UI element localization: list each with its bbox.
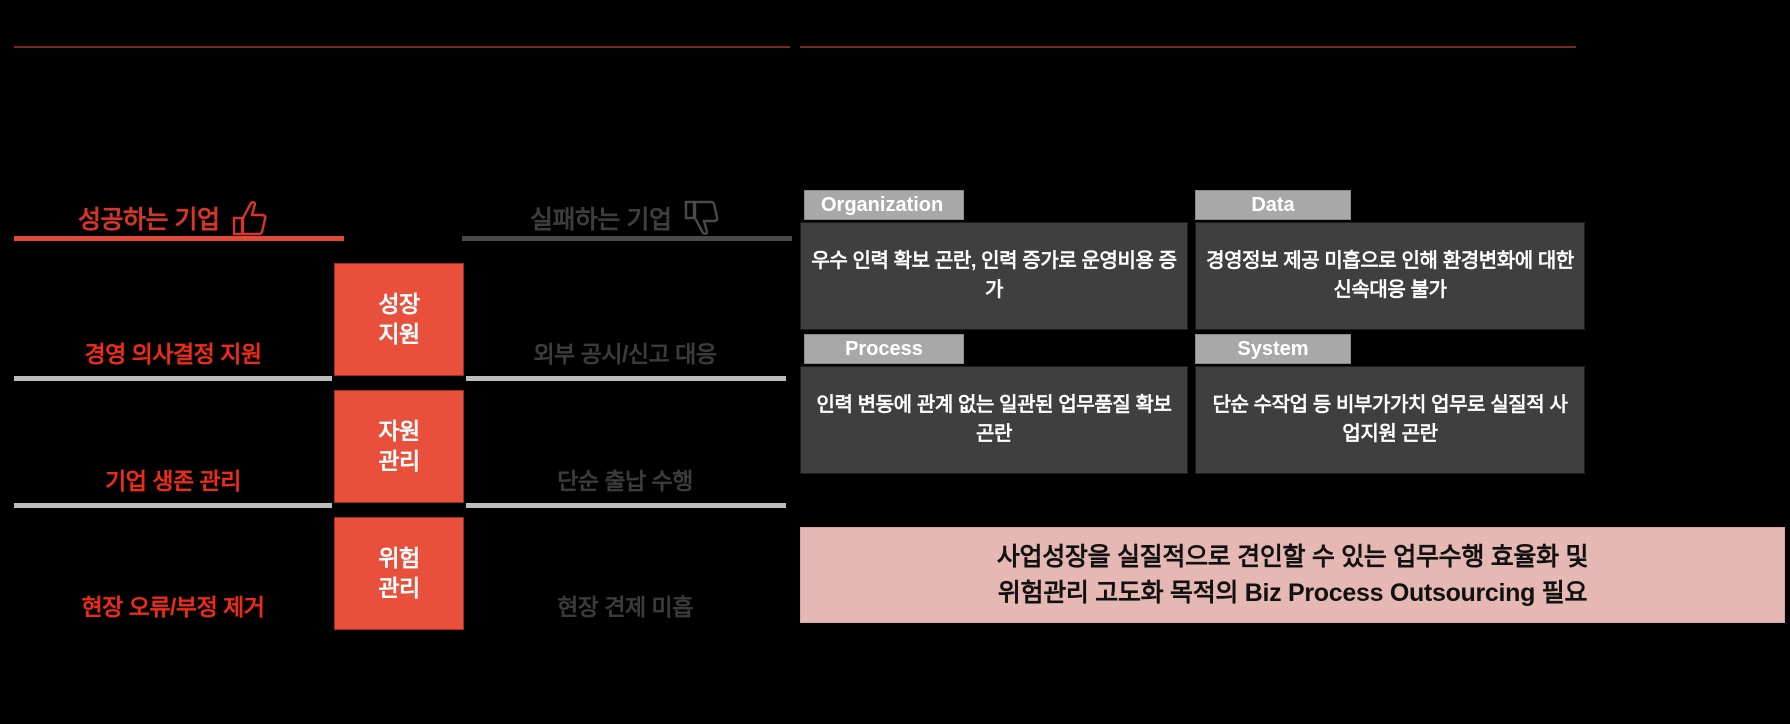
quadrant-system: 단순 수작업 등 비부가가치 업무로 실질적 사업지원 곤란 bbox=[1195, 366, 1585, 474]
separator-right-2 bbox=[466, 503, 786, 508]
center-box-risk-management[interactable]: 위험 관리 bbox=[334, 517, 464, 630]
thumbs-up-icon bbox=[229, 198, 269, 238]
quadrant-data: 경영정보 제공 미흡으로 인해 환경변화에 대한 신속대응 불가 bbox=[1195, 222, 1585, 330]
left-panel: 성공하는 기업 실패하는 기업 경영 의사결정 지원 기업 생존 관리 현장 오… bbox=[0, 0, 792, 724]
quadrant-process-line-2: 일관된 업무품질 확보 곤란 bbox=[976, 394, 1172, 445]
conclusion-line-1: 사업성장을 실질적으로 견인할 수 있는 업무수행 효율화 및 bbox=[996, 542, 1589, 571]
success-heading-underline bbox=[14, 236, 344, 241]
center-box-3-line-1: 위험 bbox=[378, 545, 420, 572]
quadrant-system-line-2: 실질적 사업지원 곤란 bbox=[1342, 394, 1568, 445]
failure-item-2: 단순 출납 수행 bbox=[557, 468, 693, 494]
quadrant-organization-line-1: 우수 인력 확보 곤란, bbox=[811, 250, 976, 272]
right-panel: Organization 우수 인력 확보 곤란, 인력 증가로 운영비용 증가… bbox=[795, 0, 1790, 724]
quadrant-data-line-1: 경영정보 제공 미흡으로 인해 bbox=[1206, 250, 1438, 272]
conclusion-banner: 사업성장을 실질적으로 견인할 수 있는 업무수행 효율화 및 위험관리 고도화… bbox=[800, 527, 1785, 623]
quadrant-organization: 우수 인력 확보 곤란, 인력 증가로 운영비용 증가 bbox=[800, 222, 1188, 330]
quadrant-process-line-1: 인력 변동에 관계 없는 bbox=[816, 394, 995, 416]
quadrant-tab-organization-label: Organization bbox=[821, 193, 944, 216]
quadrant-tab-organization: Organization bbox=[804, 190, 964, 220]
failure-heading-underline bbox=[462, 236, 792, 241]
center-box-resource-management[interactable]: 자원 관리 bbox=[334, 390, 464, 503]
separator-right-1 bbox=[466, 376, 786, 381]
success-item-2: 기업 생존 관리 bbox=[105, 468, 241, 494]
quadrant-system-line-1: 단순 수작업 등 비부가가치 업무로 bbox=[1212, 394, 1486, 416]
quadrant-tab-system: System bbox=[1195, 334, 1351, 364]
center-box-2-line-2: 관리 bbox=[378, 447, 420, 474]
center-box-3-line-2: 관리 bbox=[378, 574, 420, 601]
success-item-1: 경영 의사결정 지원 bbox=[84, 341, 262, 367]
quadrant-tab-process-label: Process bbox=[845, 337, 923, 360]
center-box-growth-support[interactable]: 성장 지원 bbox=[334, 263, 464, 376]
center-box-1-line-2: 지원 bbox=[378, 320, 420, 347]
quadrant-tab-process: Process bbox=[804, 334, 964, 364]
separator-left-2 bbox=[14, 503, 332, 508]
top-rule-right bbox=[800, 46, 1576, 48]
failure-heading-label: 실패하는 기업 bbox=[530, 206, 672, 234]
thumbs-down-icon bbox=[681, 198, 721, 238]
failure-item-3: 현장 견제 미흡 bbox=[557, 594, 693, 620]
quadrant-data-line-2: 환경변화에 대한 신속대응 불가 bbox=[1333, 250, 1574, 301]
failure-heading: 실패하는 기업 bbox=[530, 198, 721, 238]
quadrant-tab-system-label: System bbox=[1237, 337, 1309, 360]
success-heading-label: 성공하는 기업 bbox=[78, 206, 220, 234]
quadrant-process: 인력 변동에 관계 없는 일관된 업무품질 확보 곤란 bbox=[800, 366, 1188, 474]
quadrant-tab-data: Data bbox=[1195, 190, 1351, 220]
success-item-3: 현장 오류/부정 제거 bbox=[81, 594, 265, 620]
conclusion-line-2: 위험관리 고도화 목적의 Biz Process Outsourcing 필요 bbox=[997, 579, 1588, 607]
failure-item-1: 외부 공시/신고 대응 bbox=[533, 341, 717, 367]
center-box-2-line-1: 자원 bbox=[378, 418, 420, 445]
success-heading: 성공하는 기업 bbox=[78, 198, 269, 238]
separator-left-1 bbox=[14, 376, 332, 381]
quadrant-organization-line-2: 인력 증가로 운영비용 증가 bbox=[981, 250, 1177, 301]
top-rule-left bbox=[14, 46, 790, 48]
quadrant-tab-data-label: Data bbox=[1251, 193, 1295, 216]
center-box-1-line-1: 성장 bbox=[378, 291, 420, 318]
